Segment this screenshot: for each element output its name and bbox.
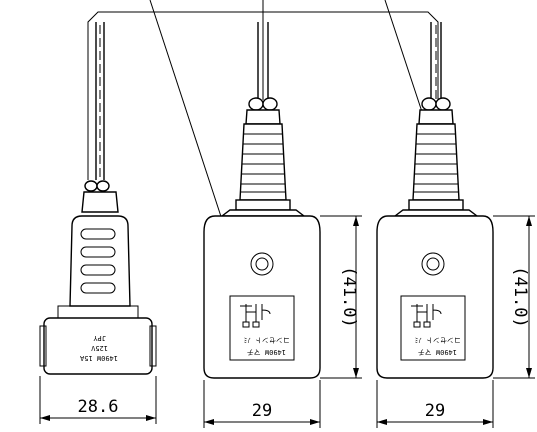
connector-label-middle: 1490W マチ コンセント ﾉﾐ [244, 336, 290, 356]
plug-rating-label: 1490W 15A 125V JPY [79, 334, 118, 362]
svg-text:1490W マチ: 1490W マチ [247, 348, 286, 356]
dimension-middle-height: (41.0) [320, 215, 362, 379]
dimension-right-width: 29 [376, 380, 494, 428]
dim-label-29-middle: 29 [252, 401, 272, 421]
dim-label-28-6: 28.6 [78, 397, 119, 417]
strain-relief-right [412, 123, 460, 201]
dim-label-41-middle: (41.0) [339, 266, 359, 327]
svg-text:1490W マチ: 1490W マチ [418, 348, 457, 356]
connector-label-right: 1490W マチ コンセント ﾉﾐ [415, 336, 461, 356]
connector-right: 1490W マチ コンセント ﾉﾐ [376, 97, 494, 379]
leader-lines [149, 0, 427, 245]
strain-relief-middle [239, 123, 287, 201]
svg-text:125V: 125V [90, 344, 108, 352]
dimension-middle-width: 29 [203, 380, 321, 428]
dimension-left-width: 28.6 [39, 376, 157, 424]
dim-label-41-right: (41.0) [510, 266, 530, 327]
dim-label-29-right: 29 [425, 401, 445, 421]
cord-right [430, 22, 442, 100]
connector-middle: 1490W マチ コンセント ﾉﾐ [203, 97, 321, 379]
svg-text:コンセント ﾉﾐ: コンセント ﾉﾐ [244, 336, 290, 344]
cord-middle [257, 22, 269, 100]
dimension-right-height: (41.0) [493, 215, 535, 379]
svg-text:1490W 15A: 1490W 15A [79, 354, 118, 362]
cord-left [95, 22, 105, 180]
plug-left: 1490W 15A 125V JPY [39, 180, 157, 375]
svg-text:JPY: JPY [93, 334, 106, 342]
svg-text:コンセント ﾉﾐ: コンセント ﾉﾐ [415, 336, 461, 344]
